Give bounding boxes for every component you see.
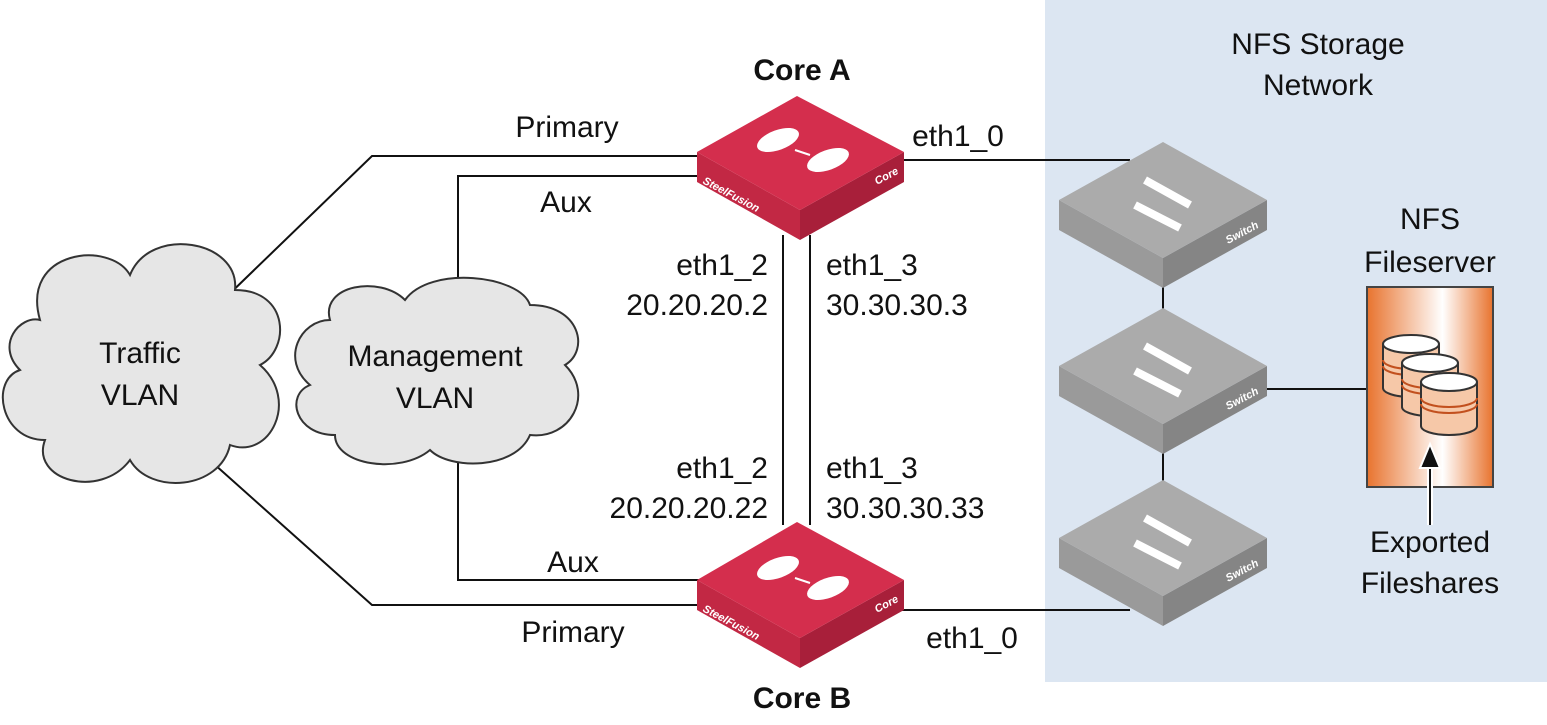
core-a-device[interactable]: SteelFusion Core <box>697 96 904 240</box>
core-b-primary-link <box>194 446 700 606</box>
core-b-eth1-3-ip: 30.30.30.33 <box>826 492 984 525</box>
core-b-eth1-0-label: eth1_0 <box>926 622 1018 655</box>
fileserver-title-line1: NFS <box>1400 203 1460 236</box>
core-a-eth1-2-ip: 20.20.20.2 <box>626 289 768 322</box>
switch-2[interactable]: Switch <box>1059 308 1267 454</box>
core-b-eth1-2-ip: 20.20.20.22 <box>610 492 768 525</box>
switch-1[interactable]: Switch <box>1059 142 1267 288</box>
fileshares-caption-line1: Exported <box>1370 526 1490 559</box>
core-a-aux-link <box>457 175 700 292</box>
management-vlan-cloud: Management VLAN <box>294 276 580 466</box>
switch-arrows-icon <box>1133 342 1192 398</box>
switch-arrows-icon <box>1133 176 1192 232</box>
core-b-title: Core B <box>753 682 851 715</box>
core-b-aux-label: Aux <box>547 546 599 579</box>
traffic-vlan-label-line2: VLAN <box>101 379 179 412</box>
fileshares-caption-line2: Fileshares <box>1361 567 1499 600</box>
core-a-eth1-0-label: eth1_0 <box>912 120 1004 153</box>
storage-title-line1: NFS Storage <box>1231 28 1404 61</box>
core-a-eth1-3-ip: 30.30.30.3 <box>826 289 968 322</box>
traffic-vlan-label-line1: Traffic <box>99 337 181 370</box>
core-b-primary-label: Primary <box>521 616 624 649</box>
core-a-eth1-3-label: eth1_3 <box>826 249 918 282</box>
core-b-aux-link <box>457 455 700 581</box>
switch-3[interactable]: Switch <box>1059 480 1267 626</box>
storage-replication-icon <box>757 127 849 173</box>
management-vlan-label-line1: Management <box>347 340 523 373</box>
core-b-device[interactable]: SteelFusion Core <box>697 522 904 668</box>
management-vlan-label-line2: VLAN <box>396 382 474 415</box>
core-a-title: Core A <box>753 54 850 87</box>
core-b-eth1-3-label: eth1_3 <box>826 452 918 485</box>
connections <box>194 155 1367 611</box>
core-a-eth1-2-label: eth1_2 <box>676 249 768 282</box>
storage-title-line2: Network <box>1263 69 1374 102</box>
switch-arrows-icon <box>1133 514 1192 570</box>
fileserver-title-line2: Fileserver <box>1364 246 1496 279</box>
exported-fileshares-arrow <box>1418 441 1442 525</box>
storage-replication-icon <box>757 555 849 601</box>
core-a-primary-label: Primary <box>515 111 618 144</box>
core-a-primary-link <box>217 155 700 306</box>
core-b-eth1-2-label: eth1_2 <box>676 452 768 485</box>
traffic-vlan-cloud: Traffic VLAN <box>1 243 281 484</box>
core-a-aux-label: Aux <box>540 186 592 219</box>
